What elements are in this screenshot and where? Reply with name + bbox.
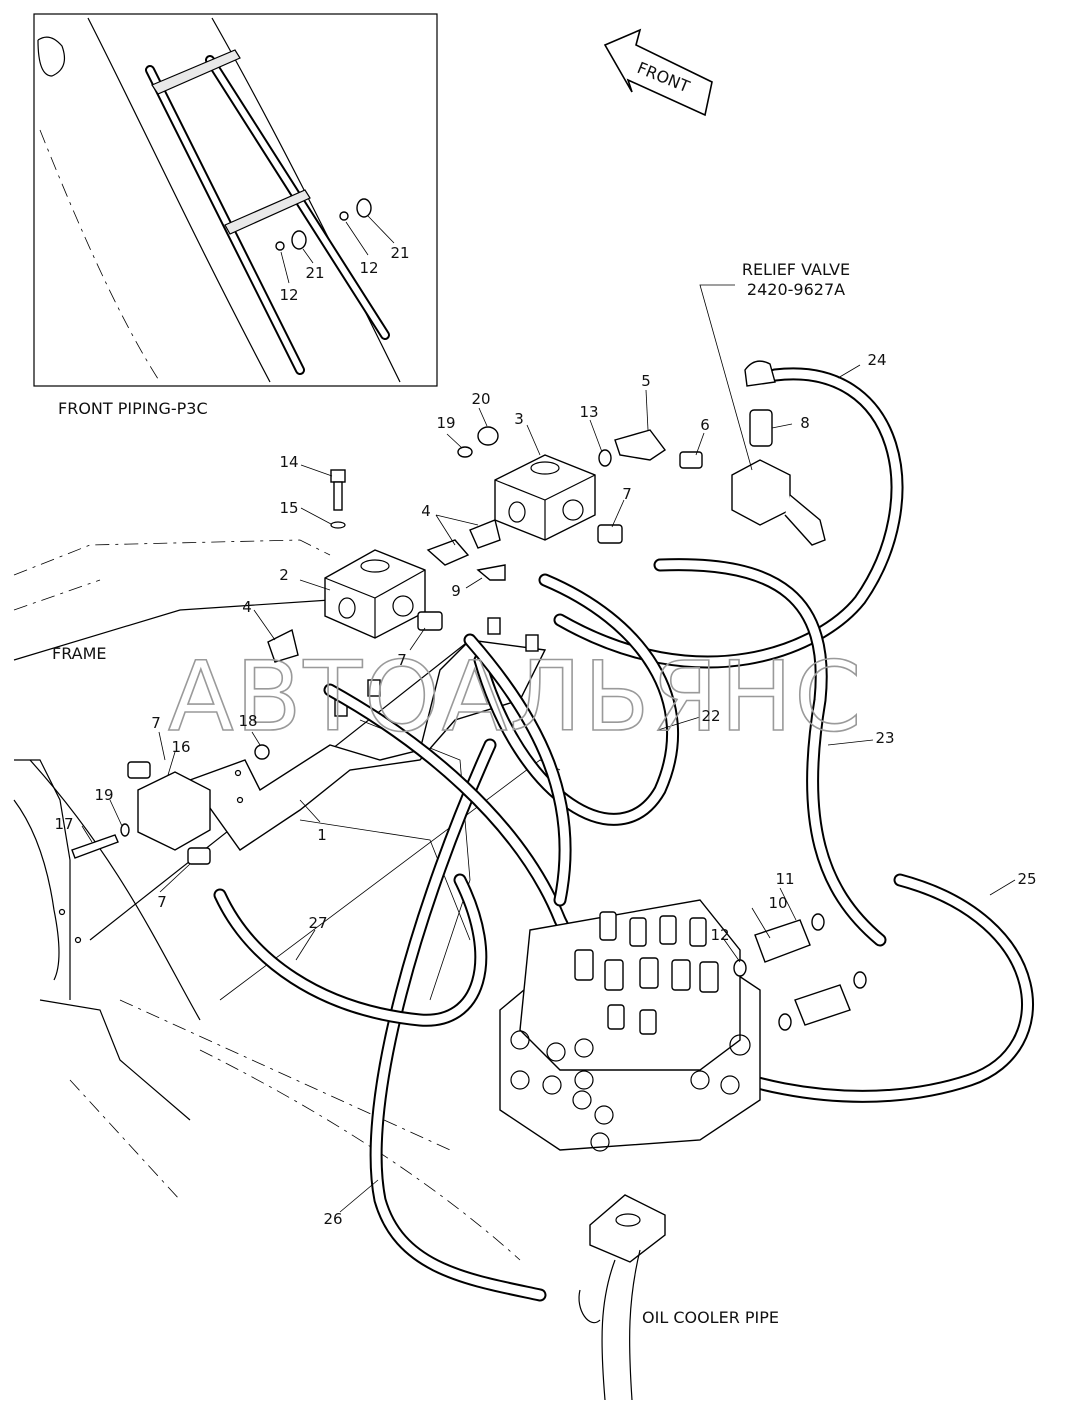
adapter-7d — [187, 847, 211, 865]
inset-callout-12b: 12 — [359, 259, 378, 277]
inset-clamp-bottom — [224, 189, 311, 235]
hoses — [213, 367, 1034, 1302]
inset-oring-12b — [339, 211, 349, 221]
elbow-4a — [426, 539, 470, 566]
callout-4b: 4 — [242, 598, 252, 616]
front-arrow-label: FRONT — [635, 58, 693, 96]
oring-11 — [811, 913, 825, 931]
callout-17: 17 — [54, 815, 73, 833]
inset-plug-21a — [291, 230, 307, 250]
callout-3: 3 — [514, 410, 524, 428]
callout-5: 5 — [641, 372, 651, 390]
bracket-1 — [188, 639, 547, 851]
elbow-4c — [267, 628, 299, 663]
oring-12 — [733, 959, 747, 977]
callout-13: 13 — [579, 403, 598, 421]
elbow-4b — [469, 519, 501, 549]
block-16 — [137, 771, 211, 851]
watermark: АВТОАЛЬЯНС — [168, 641, 863, 753]
oil-cooler-label: OIL COOLER PIPE — [642, 1308, 779, 1327]
control-valve — [499, 899, 867, 1152]
callout-23: 23 — [875, 729, 894, 747]
frame-label: FRAME — [52, 644, 107, 663]
callout-2: 2 — [279, 566, 289, 584]
inset-clamp-top — [151, 49, 241, 95]
callout-4a: 4 — [421, 502, 431, 520]
inset-callout-12a: 12 — [279, 286, 298, 304]
callout-20: 20 — [471, 390, 490, 408]
tee-9 — [476, 564, 506, 581]
callout-numbers: 1 2 3 4 4 5 6 7 7 7 7 8 9 10 11 12 13 14… — [54, 351, 1036, 1228]
oil-cooler-pipe — [578, 1194, 666, 1401]
adapter-7a — [597, 524, 623, 544]
callout-24: 24 — [867, 351, 886, 369]
adapter-10 — [754, 919, 811, 963]
inset-frame — [33, 13, 438, 387]
relief-valve-part-number: 2420-9627A — [747, 280, 845, 299]
callout-8: 8 — [800, 414, 810, 432]
inset-boom-edge — [87, 17, 271, 383]
adapter-8 — [749, 409, 773, 447]
plug-20 — [477, 426, 499, 446]
callout-18: 18 — [238, 712, 257, 730]
callout-19b: 19 — [94, 786, 113, 804]
nut-18 — [254, 744, 270, 760]
callout-27: 27 — [308, 914, 327, 932]
callout-11: 11 — [775, 870, 794, 888]
inset-centerline — [39, 129, 161, 383]
elbow-5 — [614, 429, 667, 461]
callout-26: 26 — [323, 1210, 342, 1228]
bolt-14 — [330, 469, 346, 483]
adapter-7c — [127, 761, 151, 779]
callout-9: 9 — [451, 582, 461, 600]
inset-pin — [37, 36, 65, 77]
adapter-7b — [417, 611, 443, 631]
inset-title: FRONT PIPING-P3C — [58, 399, 208, 418]
inset-callout-21b: 21 — [390, 244, 409, 262]
washer-15 — [330, 521, 346, 529]
inset-plug-21b — [356, 198, 372, 218]
relief-valve — [731, 360, 826, 546]
block-2 — [324, 549, 426, 639]
callout-6: 6 — [700, 416, 710, 434]
callout-15: 15 — [279, 499, 298, 517]
callout-25: 25 — [1017, 870, 1036, 888]
callout-12: 12 — [710, 926, 729, 944]
relief-valve-title: RELIEF VALVE — [742, 260, 850, 279]
oring-19a — [457, 446, 473, 458]
callout-1: 1 — [317, 826, 327, 844]
callout-19a: 19 — [436, 414, 455, 432]
callout-14: 14 — [279, 453, 298, 471]
callout-7b: 7 — [397, 651, 407, 669]
washer-19b — [120, 823, 130, 837]
oring-13 — [598, 449, 612, 467]
adapter-6 — [679, 451, 703, 469]
callout-7d: 7 — [157, 893, 167, 911]
callout-16: 16 — [171, 738, 190, 756]
inset-callout-21a: 21 — [305, 264, 324, 282]
callout-22: 22 — [701, 707, 720, 725]
bolt-17 — [71, 834, 119, 859]
inset-detail: 12 21 12 21 — [33, 13, 438, 387]
block-3 — [494, 454, 596, 541]
callout-7c: 7 — [151, 714, 161, 732]
callout-7a: 7 — [622, 485, 632, 503]
callout-10: 10 — [768, 894, 787, 912]
leader-lines — [81, 364, 1016, 1213]
front-arrow: FRONT — [603, 28, 713, 117]
inset-oring-12a — [275, 241, 285, 251]
